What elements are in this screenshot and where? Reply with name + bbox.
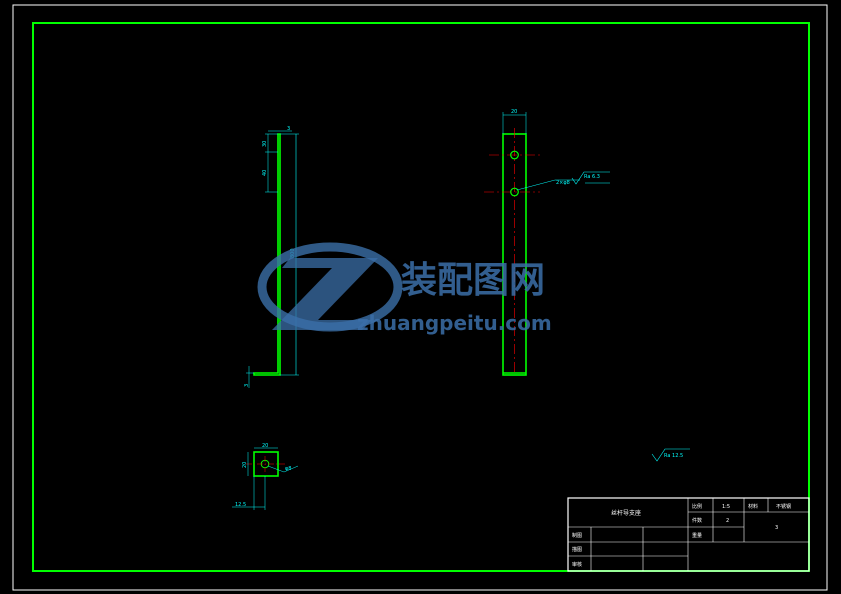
watermark-cn-text: 装配图网 <box>401 260 545 301</box>
tb-part-name: 丝杆导支座 <box>611 509 641 517</box>
section-height-dim: 20 <box>242 462 248 468</box>
tb-sheet-no: 3 <box>775 525 778 531</box>
watermark-en-text: zhuangpeitu.com <box>357 311 552 335</box>
roughness-symbol-front <box>571 171 610 185</box>
side-b-dim: 40 <box>262 170 268 176</box>
tb-qty-value: 2 <box>726 518 729 524</box>
tb-scale-value: 1:5 <box>722 504 730 510</box>
tb-material-value: 不锈钢 <box>776 503 791 510</box>
side-bottom-dim: 3 <box>244 384 250 387</box>
roughness-general-symbol <box>651 448 690 462</box>
title-block-frame <box>567 497 810 572</box>
roughness-front-text: Ra 6.3 <box>584 174 600 180</box>
tb-check-label: 审核 <box>572 561 582 568</box>
hole1-circle <box>510 150 519 160</box>
section-bottom-dim: 12.5 <box>235 502 246 508</box>
side-a-dim: 30 <box>262 141 268 147</box>
tb-design-label: 描图 <box>572 546 582 553</box>
section-width-dim: 20 <box>262 443 268 449</box>
tb-material-label: 材料 <box>748 503 758 510</box>
watermark-logo-z <box>272 258 378 330</box>
front-width-dim: 20 <box>511 109 517 115</box>
title-block <box>567 497 810 572</box>
drawing-frame <box>32 22 810 572</box>
hole-note: 2×φ8 <box>556 180 570 186</box>
general-roughness: Ra 12.5 <box>651 448 690 462</box>
section-view: 20 20 φ8 12.5 <box>232 443 299 510</box>
title-block-text: 丝杆导支座 比例 1:5 材料 不锈钢 件数 2 重量 3 制图 描图 审核 <box>572 503 791 568</box>
sheet-border <box>12 4 828 591</box>
section-dia-leader <box>267 465 299 473</box>
side-top-dim: 3 <box>287 126 290 132</box>
roughness-general-text: Ra 12.5 <box>664 453 683 459</box>
front-view: 20 2×φ8 Ra 6.3 <box>484 109 610 376</box>
tb-weight-label: 重量 <box>692 532 702 539</box>
hole2-circle <box>510 187 519 197</box>
watermark: 装配图网 zhuangpeitu.com <box>257 242 552 335</box>
section-dia-dim: φ8 <box>285 466 291 472</box>
tb-scale-label: 比例 <box>692 503 702 510</box>
tb-drawn-label: 制图 <box>572 532 582 539</box>
tb-qty-label: 件数 <box>692 517 702 524</box>
hole-leader <box>516 179 580 191</box>
